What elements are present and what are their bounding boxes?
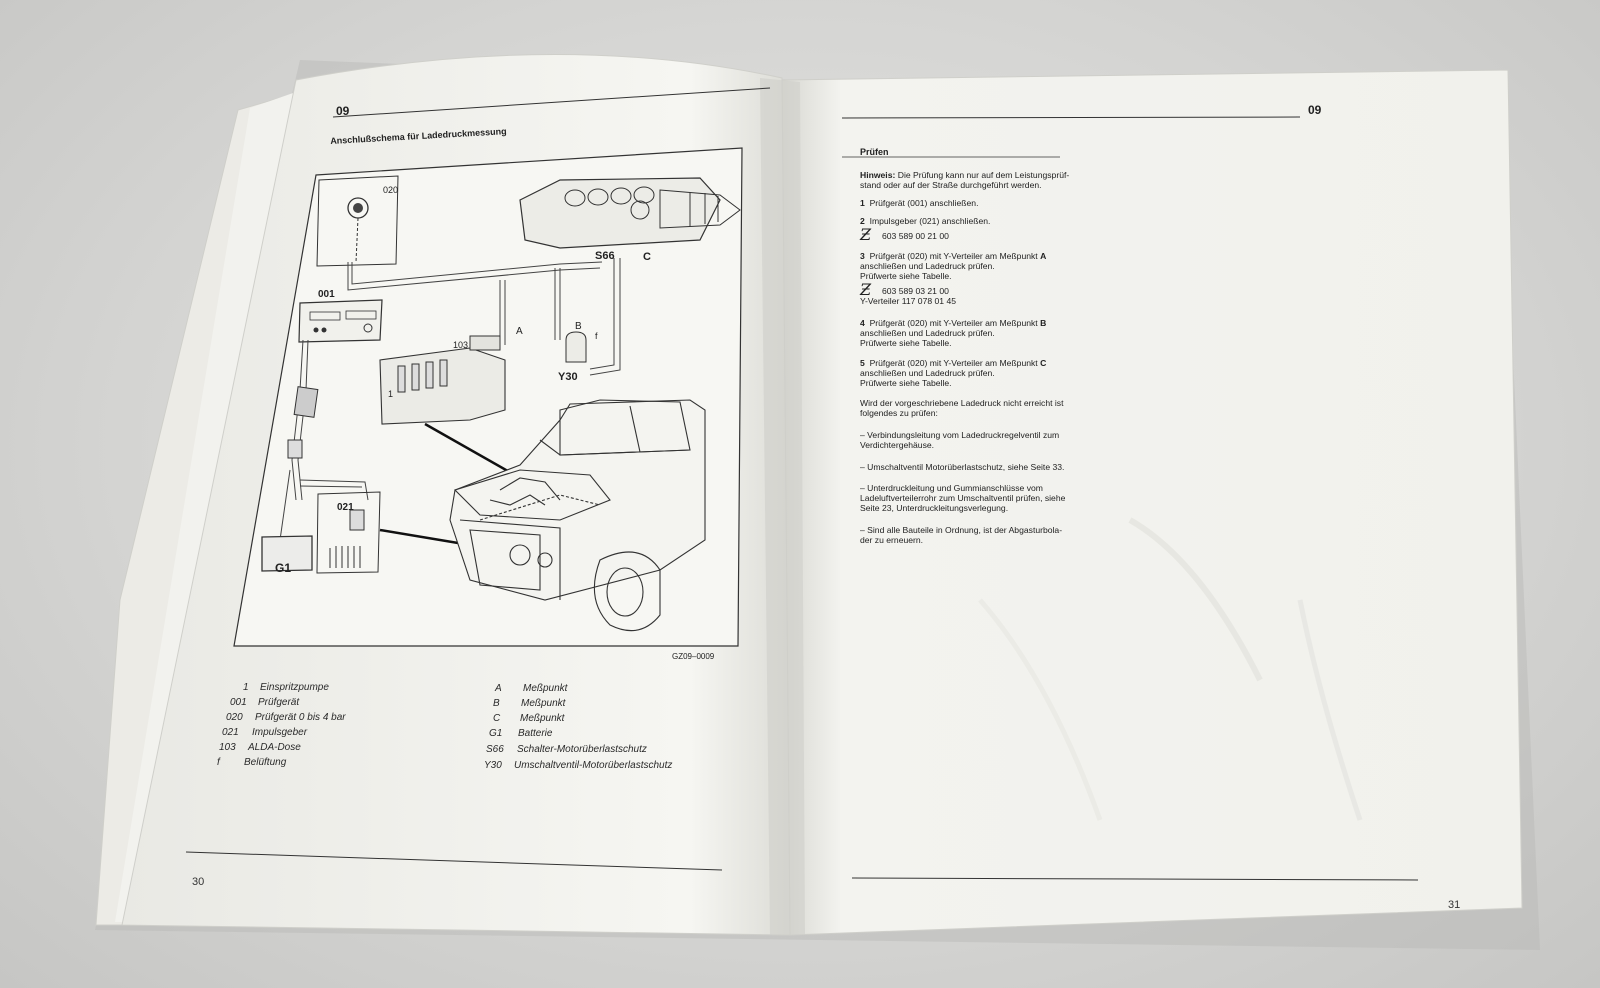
check-2: – Umschaltventil Motorüberlastschutz, si… — [860, 462, 1065, 472]
step-5: 5 Prüfgerät (020) mit Y-Verteiler am Meß… — [860, 358, 1046, 368]
legend-key: Y30 — [484, 760, 502, 771]
step-text: Impulsgeber (021) anschließen. — [869, 216, 991, 226]
step-num: 5 — [860, 358, 865, 368]
step-text: Prüfgerät (020) mit Y-Verteiler am Meßpu… — [869, 318, 1038, 328]
label-103: 103 — [453, 340, 469, 350]
step-3-tool: 603 589 03 21 00 — [882, 286, 949, 296]
legend-key: G1 — [489, 728, 503, 739]
check-4-line-1: – Sind alle Bauteile in Ordnung, ist der… — [860, 525, 1063, 535]
legend-text: Batterie — [518, 728, 553, 739]
step-3-line-2: anschließen und Ladedruck prüfen. — [860, 261, 995, 271]
step-text: Prüfgerät (020) mit Y-Verteiler am Meßpu… — [869, 251, 1038, 261]
label-B: B — [575, 321, 582, 332]
legend-key: 103 — [219, 742, 236, 753]
legend-key: C — [493, 713, 501, 724]
label-021: 021 — [337, 502, 354, 513]
step-4-line-3: Prüfwerte siehe Tabelle. — [860, 338, 952, 348]
step-3-line-3: Prüfwerte siehe Tabelle. — [860, 271, 952, 281]
label-S66: S66 — [595, 250, 615, 262]
legend-key: 001 — [230, 697, 247, 708]
step-4-line-2: anschließen und Ladedruck prüfen. — [860, 328, 995, 338]
label-G1: G1 — [275, 561, 292, 575]
check-1-line-2: Verdichtergehäuse. — [860, 440, 935, 450]
hinweis-line-1: Hinweis: Die Prüfung kann nur auf dem Le… — [860, 170, 1069, 180]
left-page-number: 30 — [192, 876, 205, 888]
hinweis-text-2: stand oder auf der Straße durchgeführt w… — [860, 180, 1042, 190]
right-page-number: 31 — [1448, 899, 1461, 911]
step-3-tool-2: Y-Verteiler 117 078 01 45 — [860, 296, 957, 306]
hinweis-label: Hinweis: — [860, 170, 896, 180]
legend-text: ALDA-Dose — [248, 742, 301, 753]
step-3: 3 Prüfgerät (020) mit Y-Verteiler am Meß… — [860, 251, 1046, 261]
step-1: 1 Prüfgerät (001) anschließen. — [860, 198, 978, 208]
legend-text: Belüftung — [244, 757, 287, 768]
figure-code: GZ09–0009 — [672, 652, 715, 661]
measure-point: B — [1040, 318, 1047, 328]
step-2-tool: 603 589 00 21 00 — [882, 231, 949, 241]
warning-line-1: Wird der vorgeschriebene Ladedruck nicht… — [860, 398, 1064, 408]
legend-key: 1 — [243, 682, 249, 693]
check-1-line-1: – Verbindungsleitung vom Ladedruckregelv… — [860, 430, 1060, 440]
legend-text: Meßpunkt — [521, 698, 566, 709]
special-tool-icon: Ƶ — [860, 280, 872, 299]
step-4: 4 Prüfgerät (020) mit Y-Verteiler am Meß… — [860, 318, 1046, 328]
step-5-line-2: anschließen und Ladedruck prüfen. — [860, 368, 995, 378]
legend-key: 020 — [226, 712, 243, 723]
legend-text: Schalter-Motorüberlastschutz — [517, 744, 647, 755]
legend-text: Einspritzpumpe — [260, 682, 329, 693]
measure-point: A — [1040, 251, 1047, 261]
legend-text: Meßpunkt — [520, 713, 565, 724]
special-tool-icon: Ƶ — [860, 225, 872, 244]
label-001: 001 — [318, 289, 335, 300]
check-3-line-2: Ladeluftverteilerrohr zum Umschaltventil… — [860, 493, 1066, 503]
section-title: Prüfen — [860, 147, 889, 157]
legend-text: Prüfgerät 0 bis 4 bar — [255, 712, 346, 723]
step-num: 4 — [860, 318, 865, 328]
step-5-line-3: Prüfwerte siehe Tabelle. — [860, 378, 952, 388]
legend-text: Meßpunkt — [523, 683, 568, 694]
step-num: 1 — [860, 198, 865, 208]
step-num: 3 — [860, 251, 865, 261]
step-text: Prüfgerät (020) mit Y-Verteiler am Meßpu… — [869, 358, 1038, 368]
legend-key: B — [493, 698, 500, 709]
label-A: A — [516, 326, 523, 337]
check-3-line-3: Seite 23, Unterdruckleitungsverlegung. — [860, 503, 1009, 513]
label-020: 020 — [383, 185, 399, 195]
legend-key: S66 — [486, 744, 504, 755]
step-text: Prüfgerät (001) anschließen. — [869, 198, 979, 208]
left-chapter-number: 09 — [336, 104, 350, 118]
measure-point: C — [1040, 358, 1047, 368]
step-2: 2 Impulsgeber (021) anschließen. — [860, 216, 990, 226]
legend-text: Umschaltventil-Motorüberlastschutz — [514, 760, 673, 771]
label-1: 1 — [388, 389, 394, 399]
legend-text: Prüfgerät — [258, 697, 300, 708]
check-4-line-2: der zu erneuern. — [860, 535, 924, 545]
legend-key: A — [495, 683, 502, 694]
warning-line-2: folgendes zu prüfen: — [860, 408, 938, 418]
check-3-line-1: – Unterdruckleitung und Gummianschlüsse … — [860, 483, 1043, 493]
label-f: f — [595, 331, 598, 341]
legend-text: Impulsgeber — [252, 727, 308, 738]
step-num: 2 — [860, 216, 865, 226]
right-chapter-number: 09 — [1308, 103, 1322, 117]
legend-key: f — [217, 757, 220, 768]
label-Y30: Y30 — [558, 371, 578, 383]
hinweis-text-1: Die Prüfung kann nur auf dem Leistungspr… — [897, 170, 1070, 180]
legend-key: 021 — [222, 727, 239, 738]
label-C: C — [643, 251, 651, 263]
